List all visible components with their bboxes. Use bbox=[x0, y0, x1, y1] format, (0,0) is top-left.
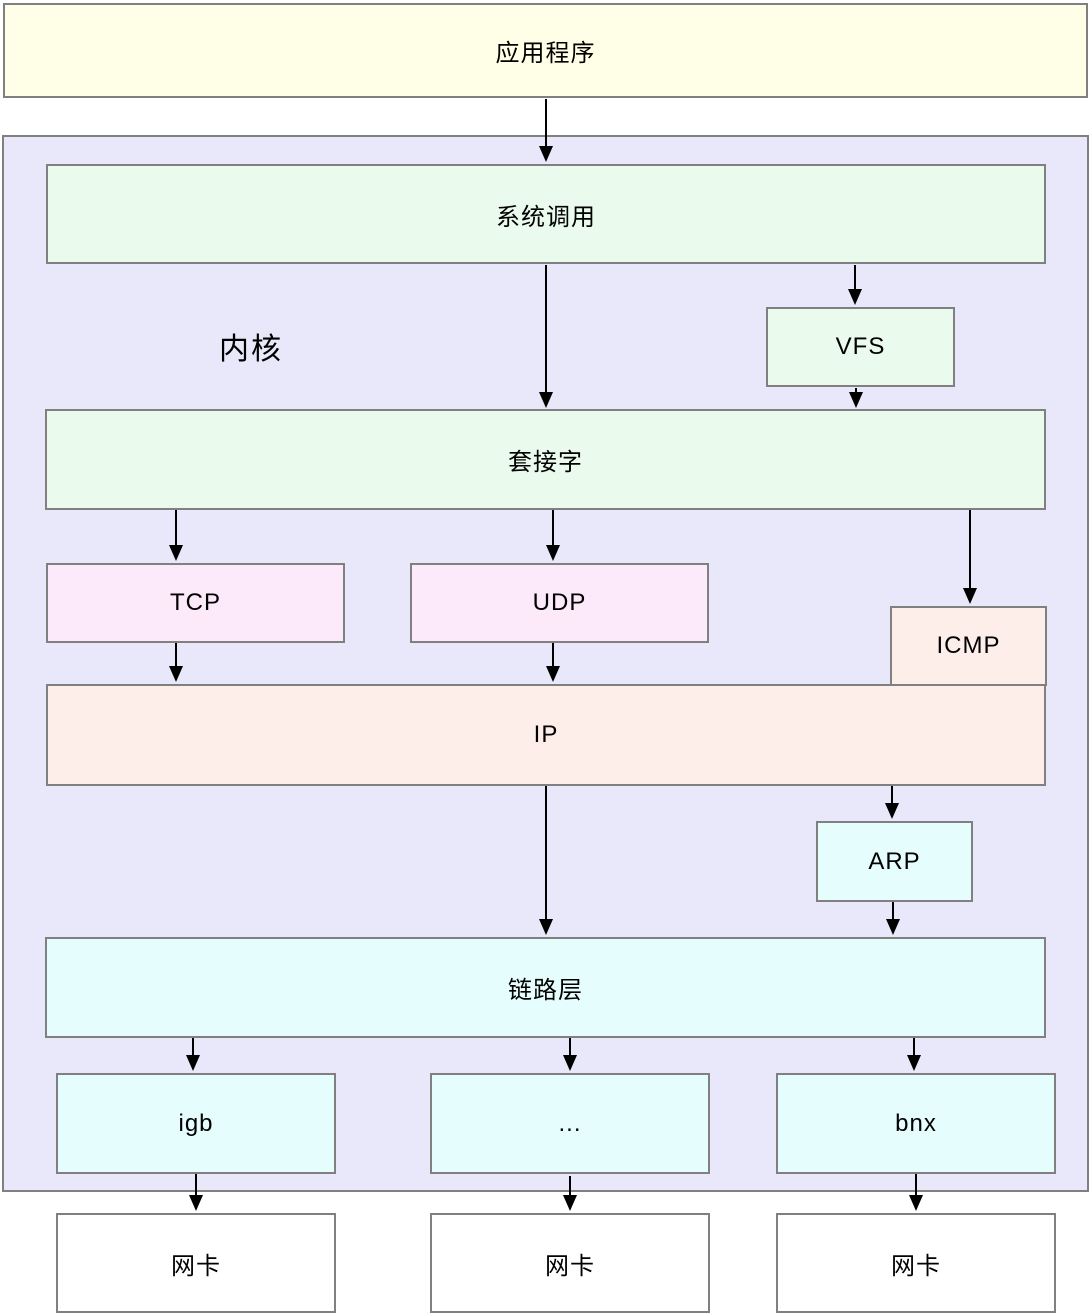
arrow-syscall-to-vfs-icon bbox=[847, 265, 863, 305]
arrow-vfs-to-socket-icon bbox=[848, 388, 864, 408]
syscall-box: 系统调用 bbox=[46, 164, 1046, 264]
arrow-arp-to-link-icon bbox=[885, 902, 901, 935]
arrow-socket-to-icmp-icon bbox=[962, 510, 978, 604]
nic-box-3: 网卡 bbox=[776, 1213, 1056, 1313]
arrow-link-to-bnx-icon bbox=[906, 1038, 922, 1071]
nic-box-1: 网卡 bbox=[56, 1213, 336, 1313]
arrow-link-to-igb-icon bbox=[185, 1038, 201, 1071]
arrow-link-to-other-icon bbox=[562, 1038, 578, 1071]
arrow-other-to-nic-icon bbox=[562, 1176, 578, 1211]
socket-box: 套接字 bbox=[45, 409, 1046, 510]
other-driver-box: ... bbox=[430, 1073, 710, 1174]
ip-box: IP bbox=[46, 684, 1046, 786]
bnx-driver-box: bnx bbox=[776, 1073, 1056, 1174]
udp-box: UDP bbox=[410, 563, 709, 643]
igb-driver-box: igb bbox=[56, 1073, 336, 1174]
nic-box-2: 网卡 bbox=[430, 1213, 710, 1313]
arrow-socket-to-udp-icon bbox=[545, 510, 561, 561]
arrow-udp-to-ip-icon bbox=[545, 643, 561, 682]
tcp-box: TCP bbox=[46, 563, 345, 643]
arrow-ip-to-link-icon bbox=[538, 786, 554, 935]
kernel-label: 内核 bbox=[219, 333, 283, 366]
arrow-ip-to-arp-icon bbox=[884, 786, 900, 819]
arrow-igb-to-nic-icon bbox=[188, 1174, 204, 1211]
arrow-tcp-to-ip-icon bbox=[168, 643, 184, 682]
app-box: 应用程序 bbox=[3, 3, 1088, 98]
arrow-bnx-to-nic-icon bbox=[908, 1174, 924, 1211]
vfs-box: VFS bbox=[766, 307, 955, 387]
arrow-socket-to-tcp-icon bbox=[168, 510, 184, 561]
arp-box: ARP bbox=[816, 821, 973, 902]
icmp-box: ICMP bbox=[890, 606, 1047, 686]
link-layer-box: 链路层 bbox=[45, 937, 1046, 1038]
arrow-app-to-syscall-icon bbox=[538, 99, 554, 162]
arrow-syscall-to-socket-icon bbox=[538, 265, 554, 408]
